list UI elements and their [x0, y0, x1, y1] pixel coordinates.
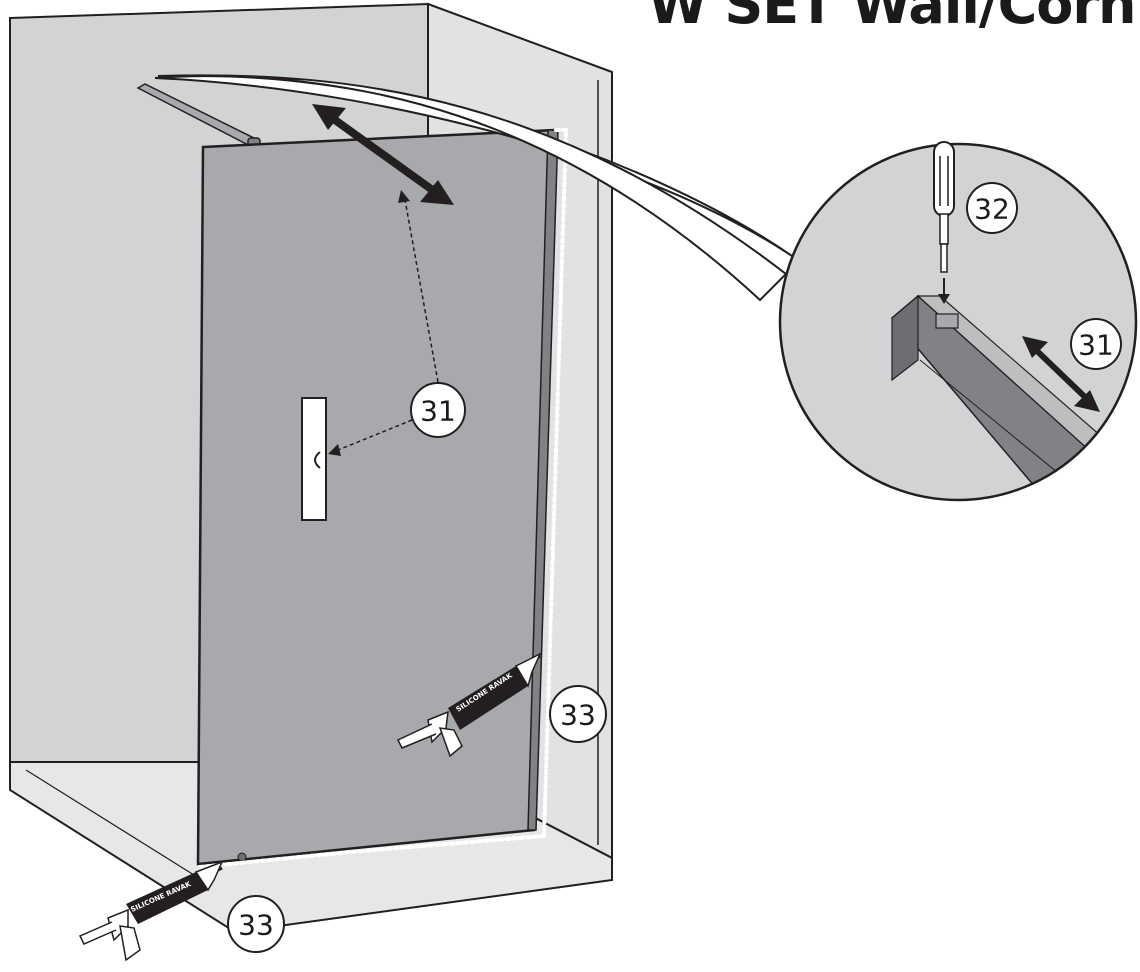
callout-31-level: 31 — [410, 382, 466, 438]
detail-adjust-arrow-icon — [1022, 336, 1100, 412]
silicone-seal-right — [542, 128, 569, 838]
detail-screw-slot — [935, 313, 959, 329]
leader-arrowhead — [398, 190, 410, 203]
detail-connector-band — [157, 74, 788, 302]
callout-label: 33 — [560, 699, 596, 732]
callout-32-screwdriver: 32 — [966, 182, 1018, 234]
silicone-seal-bottom — [198, 834, 546, 869]
screwdriver-icon — [933, 141, 955, 304]
glass-panel — [196, 128, 558, 866]
floor-inner-edge — [25, 769, 203, 881]
panel-fixing-point — [237, 852, 247, 862]
callout-label: 33 — [238, 909, 274, 942]
adjust-arrow-icon — [312, 104, 454, 205]
callout-31-detail: 31 — [1070, 318, 1122, 370]
spirit-level-icon — [301, 397, 327, 521]
callout-label: 31 — [420, 395, 456, 428]
page-title: W SET Wall/Corn — [648, 0, 1136, 36]
callout-leaders — [337, 199, 439, 451]
callout-33-bottom: 33 — [227, 895, 285, 953]
callout-label: 31 — [1078, 329, 1114, 362]
callout-33-right: 33 — [549, 685, 607, 743]
callout-label: 32 — [974, 193, 1010, 226]
leader-arrowhead — [328, 444, 341, 456]
detail-profile-face — [891, 294, 919, 382]
detail-lens — [778, 142, 1138, 502]
